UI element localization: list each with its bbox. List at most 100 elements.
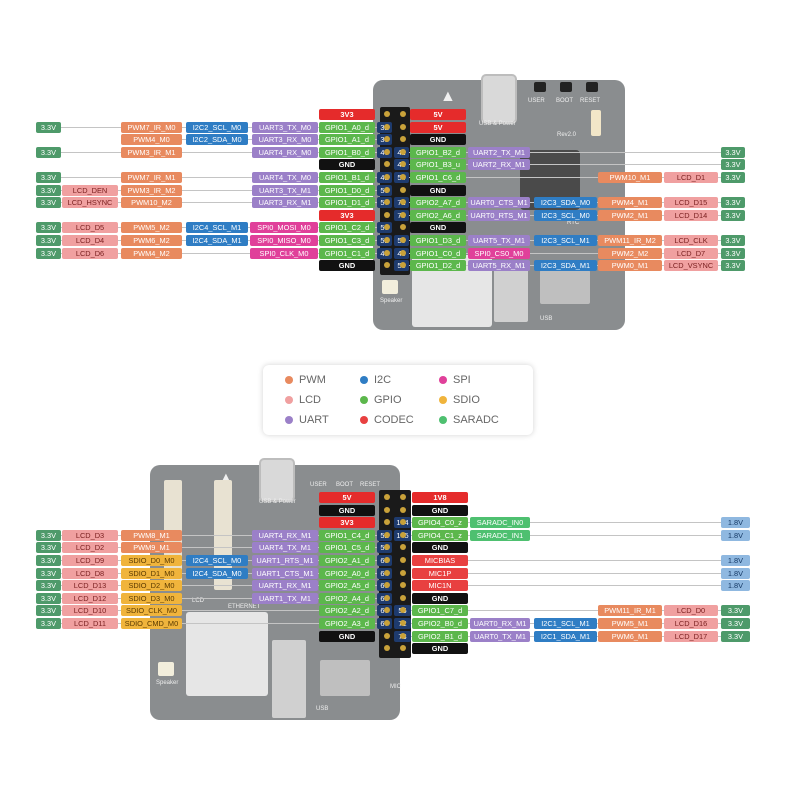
- pwm-label: PWM4_M1: [598, 197, 662, 209]
- voltage-label: 3.3V: [36, 172, 61, 183]
- boot-button[interactable]: [560, 82, 572, 92]
- uart-label: UART0_CTS_M1: [468, 197, 530, 209]
- voltage-label: 3.3V: [721, 618, 750, 629]
- legend-label: CODEC: [374, 414, 414, 426]
- i2c-label: I2C3_SDA_M1: [534, 260, 597, 272]
- voltage-label: 1.8V: [721, 555, 750, 566]
- header-pin-hole: [384, 237, 390, 243]
- saradc-label: SARADC_IN1: [470, 529, 530, 541]
- uart-label: UART0_RX_M1: [470, 618, 530, 629]
- power-label: 3V3: [319, 209, 375, 221]
- pwm-label: PWM9_M1: [121, 542, 182, 554]
- gpio-label: GPIO1_B0_d: [319, 146, 375, 158]
- legend-label: UART: [299, 414, 329, 426]
- lcd-label: LCD_VSYNC: [664, 260, 718, 272]
- header-pin-hole: [384, 645, 390, 652]
- spi-label: SPI0_MISO_M0: [250, 235, 318, 246]
- header-pin-hole: [384, 506, 390, 513]
- uart-label: UART2_TX_M1: [468, 146, 530, 158]
- voltage-label: 3.3V: [721, 172, 745, 183]
- voltage-label: 3.3V: [36, 605, 61, 617]
- board-label-rev: Rev2.0: [557, 132, 577, 138]
- header-pin-hole: [400, 186, 406, 193]
- header-pin-hole: [384, 557, 390, 563]
- leader-line: [36, 189, 392, 191]
- gpio-label: GPIO1_D1_d: [319, 197, 375, 209]
- reset-button[interactable]: [586, 82, 598, 92]
- header-pin-hole: [400, 519, 406, 526]
- header-pin-hole: [384, 111, 390, 117]
- uart-label: UART2_RX_M1: [468, 159, 530, 171]
- board-label-usb-power-bottom: USB & Power: [259, 499, 296, 505]
- voltage-label: 3.3V: [36, 247, 61, 259]
- voltage-label: 3.3V: [721, 159, 745, 171]
- gpio-label: GPIO1_A1_d: [319, 134, 375, 146]
- mic-module: [320, 660, 370, 696]
- leader-line: [412, 585, 750, 587]
- leader-line: [412, 560, 750, 561]
- uart-label: UART5_TX_M1: [468, 235, 530, 246]
- header-pin-hole: [400, 494, 406, 500]
- i2c-label: I2C3_SCL_M1: [534, 235, 597, 246]
- wifi-module: [540, 270, 590, 304]
- header-pin-hole: [384, 199, 390, 206]
- header-pin-hole: [384, 262, 390, 269]
- lcd-label: LCD_D7: [664, 247, 718, 259]
- usb-c-connector: [481, 74, 517, 124]
- header-pin-hole: [384, 494, 390, 500]
- leader-line: [36, 597, 392, 599]
- pwm-label: PWM11_IR_M1: [598, 605, 662, 617]
- uart-label: UART3_TX_M1: [252, 184, 318, 196]
- header-pin-hole: [400, 582, 406, 589]
- legend: PWM LCD UART I2C GPIO CODEC SPI SDIO SAR…: [263, 365, 533, 435]
- pwm-label: PWM6_M2: [121, 235, 182, 246]
- uart-label: UART4_RX_M1: [252, 529, 318, 541]
- board-label-lcd: LCD: [192, 598, 205, 604]
- pwm-label: PWM0_M1: [598, 260, 662, 272]
- pwm-label: PWM7_IR_M0: [121, 121, 182, 133]
- voltage-label: 3.3V: [721, 209, 745, 221]
- header-pin-hole: [400, 174, 406, 180]
- pwm-label: PWM7_IR_M1: [121, 172, 182, 183]
- header-pin-hole: [384, 211, 390, 218]
- i2c-label: I2C2_SCL_M0: [186, 121, 248, 133]
- gnd-label: GND: [410, 134, 466, 146]
- logo-icon: ▲: [440, 88, 456, 105]
- voltage-label: 3.3V: [36, 580, 61, 592]
- legend-item-sdio: SDIO: [439, 394, 480, 406]
- voltage-label: 3.3V: [36, 555, 61, 566]
- user-button[interactable]: [534, 82, 546, 92]
- legend-dot: [285, 376, 293, 385]
- header-pin-hole: [400, 569, 406, 576]
- leader-line: [36, 610, 392, 612]
- gpio-label: GPIO1_C4_d: [319, 529, 375, 541]
- lcd-label: LCD_D17: [664, 630, 718, 642]
- legend-item-lcd: LCD: [285, 394, 321, 406]
- power-label: 1V8: [412, 492, 468, 503]
- pwm-label: PWM4_M2: [121, 247, 182, 259]
- uart-label: UART3_RX_M1: [252, 197, 318, 209]
- legend-dot: [360, 416, 368, 425]
- i2c-label: I2C4_SCL_M1: [186, 222, 248, 234]
- leader-line: [36, 252, 392, 254]
- gpio-label: GPIO2_A2_d: [319, 605, 375, 617]
- pwm-label: PWM5_M1: [598, 618, 662, 629]
- ethernet-port-bottom: [186, 612, 268, 696]
- voltage-label: 1.8V: [721, 580, 750, 592]
- legend-item-pwm: PWM: [285, 374, 326, 386]
- uart-label: UART1_RTS_M1: [252, 555, 318, 566]
- gnd-label: GND: [319, 630, 375, 642]
- header-pin-hole: [400, 544, 406, 551]
- voltage-label: 1.8V: [721, 529, 750, 541]
- voltage-label: 1.8V: [721, 567, 750, 579]
- codec-label: MIC1P: [412, 567, 468, 579]
- board-label-usb-power: USB & Power: [479, 121, 516, 127]
- header-pin-hole: [400, 531, 406, 538]
- lcd-label: LCD_D0: [664, 605, 718, 617]
- header-pin-hole: [400, 199, 406, 206]
- gpio-label: GPIO4_C1_z: [412, 529, 468, 541]
- lcd-label: LCD_D2: [62, 542, 118, 554]
- gnd-label: GND: [412, 504, 468, 516]
- voltage-label: 3.3V: [721, 605, 750, 617]
- lcd-label: LCD_D5: [62, 222, 118, 234]
